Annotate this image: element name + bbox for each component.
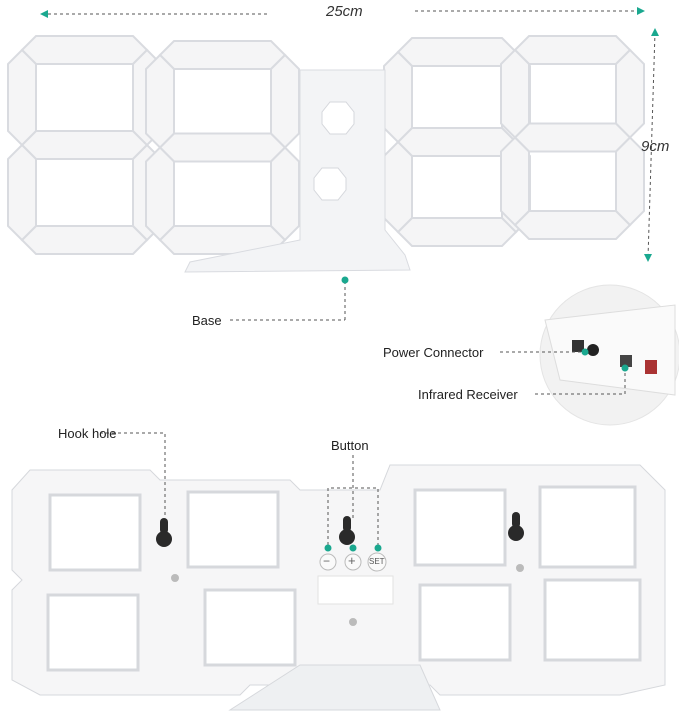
segment bbox=[500, 136, 530, 227]
segment bbox=[513, 122, 632, 153]
power-connector-label: Power Connector bbox=[383, 345, 484, 360]
segment bbox=[145, 53, 175, 149]
infrared-receiver-label: Infrared Receiver bbox=[418, 387, 518, 402]
digit-window bbox=[46, 593, 140, 672]
digit-window bbox=[538, 485, 637, 569]
ir-window-icon bbox=[645, 360, 657, 374]
power-jack-icon bbox=[587, 344, 599, 356]
width-dimension-line bbox=[42, 10, 642, 15]
segment bbox=[513, 210, 632, 240]
segment bbox=[270, 146, 300, 242]
digit-window bbox=[186, 490, 280, 569]
segment bbox=[396, 217, 518, 247]
base-marker bbox=[341, 276, 349, 284]
height-arrow-icon bbox=[644, 28, 659, 262]
width-label: 25cm bbox=[326, 3, 363, 20]
usb-port-icon bbox=[572, 340, 584, 352]
segment bbox=[158, 40, 287, 70]
segment bbox=[20, 130, 149, 160]
digit-window bbox=[413, 488, 507, 567]
button-label: Button bbox=[331, 438, 369, 453]
segment bbox=[20, 225, 149, 255]
segment bbox=[383, 140, 413, 234]
hook-hole-icon bbox=[156, 512, 524, 547]
minus-button[interactable]: − bbox=[323, 554, 331, 568]
digit-window bbox=[418, 583, 512, 662]
segment bbox=[145, 146, 175, 242]
clock-base bbox=[184, 69, 411, 273]
digit-segment-group bbox=[7, 35, 162, 255]
digit-segment-group bbox=[145, 40, 300, 255]
digit-window bbox=[543, 578, 642, 662]
segment bbox=[270, 53, 300, 149]
digit-segment-group bbox=[500, 35, 645, 240]
segment bbox=[20, 35, 149, 65]
segment bbox=[513, 35, 632, 65]
segment bbox=[7, 143, 37, 242]
digit-window bbox=[48, 493, 142, 572]
segment bbox=[396, 127, 518, 157]
segment bbox=[383, 50, 413, 144]
hook-hole-label: Hook hole bbox=[58, 426, 117, 441]
clock-front-view bbox=[7, 35, 645, 255]
segment bbox=[615, 48, 645, 139]
width-arrow-icon bbox=[40, 7, 645, 18]
height-label: 9cm bbox=[641, 138, 670, 155]
ir-receiver-icon bbox=[620, 355, 632, 367]
plus-button[interactable]: + bbox=[348, 553, 356, 568]
segment bbox=[396, 37, 518, 67]
segment bbox=[615, 136, 645, 227]
connector-inset bbox=[539, 284, 679, 426]
segment bbox=[158, 132, 287, 163]
segment bbox=[500, 48, 530, 139]
set-button[interactable]: SET bbox=[369, 557, 385, 566]
base-label: Base bbox=[192, 313, 222, 328]
digit-window bbox=[203, 588, 297, 667]
segment bbox=[7, 48, 37, 147]
height-dimension-line bbox=[647, 31, 656, 259]
